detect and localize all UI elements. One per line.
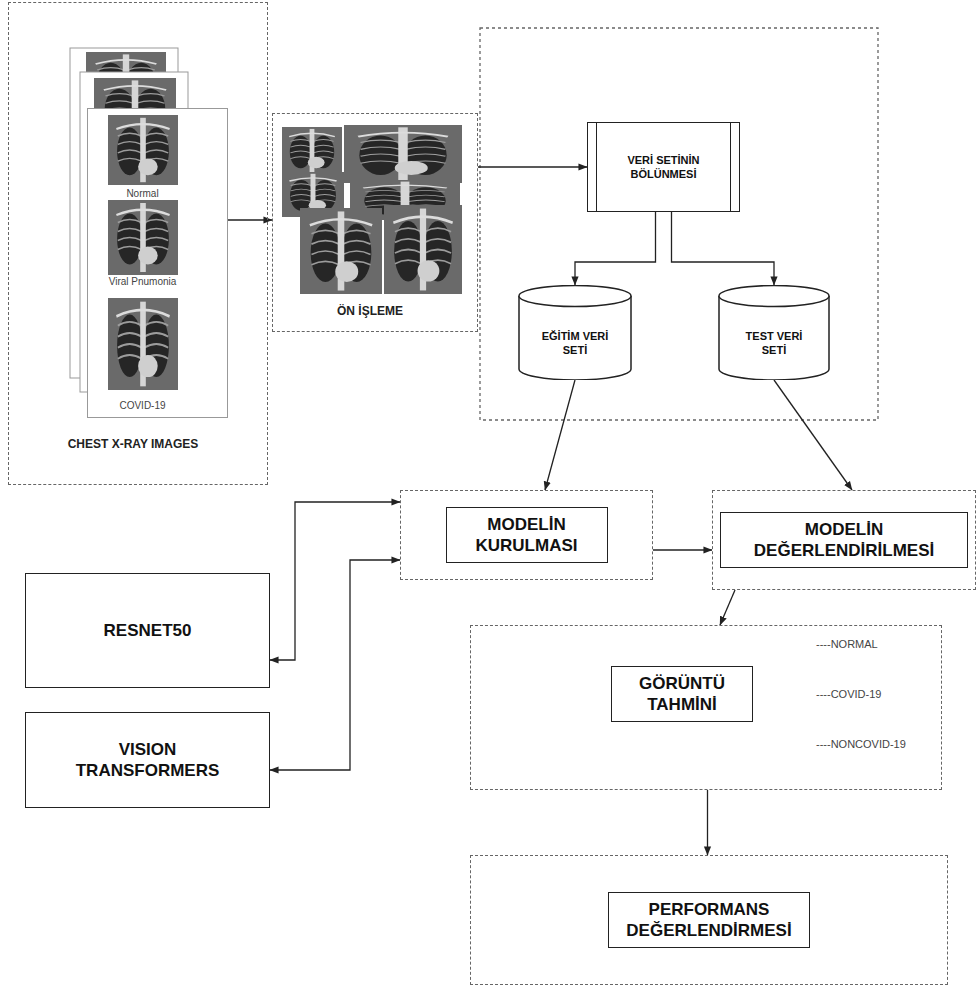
group-heading: CHEST X-RAY IMAGES [9,437,257,451]
step-label: GÖRÜNTÜ TAHMİNİ [611,666,753,722]
connector-arrow [774,380,852,490]
xray-image [300,208,382,294]
step-box: GÖRÜNTÜ TAHMİNİ ----NORMAL ----COVID-19 ---… [470,625,942,790]
group-heading: ÖN İŞLEME [273,304,467,318]
xray-image [108,298,178,390]
connector-arrow [228,219,272,220]
connector-arrow [270,560,400,770]
step-box: MODELİN KURULMASI [400,490,653,580]
database-cylinder: EĞİTİM VERİ SETİ [518,285,632,380]
image-caption: COVID-19 [88,400,197,412]
xray-image [344,125,462,183]
cylinder-body [519,296,631,380]
xray-image [384,205,462,294]
step-label: MODELİN KURULMASI [446,507,608,563]
connector-arrow [270,502,400,660]
xray-image [282,127,342,175]
connector-arrow [672,212,775,285]
xray-image [108,115,178,185]
group-box: CHEST X-RAY IMAGES NormalViral PnumoniaCO… [8,2,268,485]
process-box: VERİ SETİNİN BÖLÜNMESİ [587,122,740,212]
process-label: VERİ SETİNİN BÖLÜNMESİ [612,153,716,181]
connector-arrow [653,549,712,550]
step-label: MODELİN DEĞERLENDİRİLMESİ [720,512,968,568]
group-box: ÖN İŞLEME [272,113,478,332]
model-label: RESNET50 [48,620,248,641]
step-box: PERFORMANS DEĞERLENDİRMESİ [470,855,948,985]
preprocess-images [282,125,462,294]
xray-stack [70,48,198,418]
class-label: ----NORMAL [816,638,878,651]
cylinder-body [719,296,829,380]
database-label: TEST VERİ SETİ [732,329,816,357]
model-box: VISION TRANSFORMERS [25,712,270,808]
xray-image [108,200,178,275]
connector-arrow [575,212,656,285]
model-label: VISION TRANSFORMERS [63,739,233,781]
cylinder-top [719,286,829,307]
card-ground [87,108,198,418]
connector-arrow [545,380,575,490]
step-label: PERFORMANS DEĞERLENDİRMESİ [608,892,810,948]
image-card: NormalViral PnumoniaCOVID-19 [87,108,228,418]
step-box: MODELİN DEĞERLENDİRİLMESİ [712,490,976,590]
class-label: ----NONCOVID-19 [816,738,906,751]
connector-arrow [707,790,708,855]
connector-arrow [720,590,735,625]
class-label: ----COVID-19 [816,688,881,701]
image-caption: Normal [88,188,197,200]
image-caption: Viral Pnumonia [88,276,197,288]
connector-arrow [478,166,587,167]
group-frame [480,28,878,420]
database-cylinder: TEST VERİ SETİ [718,285,830,380]
model-box: RESNET50 [25,573,270,688]
cylinder-top [519,286,631,307]
database-label: EĞİTİM VERİ SETİ [533,329,617,357]
